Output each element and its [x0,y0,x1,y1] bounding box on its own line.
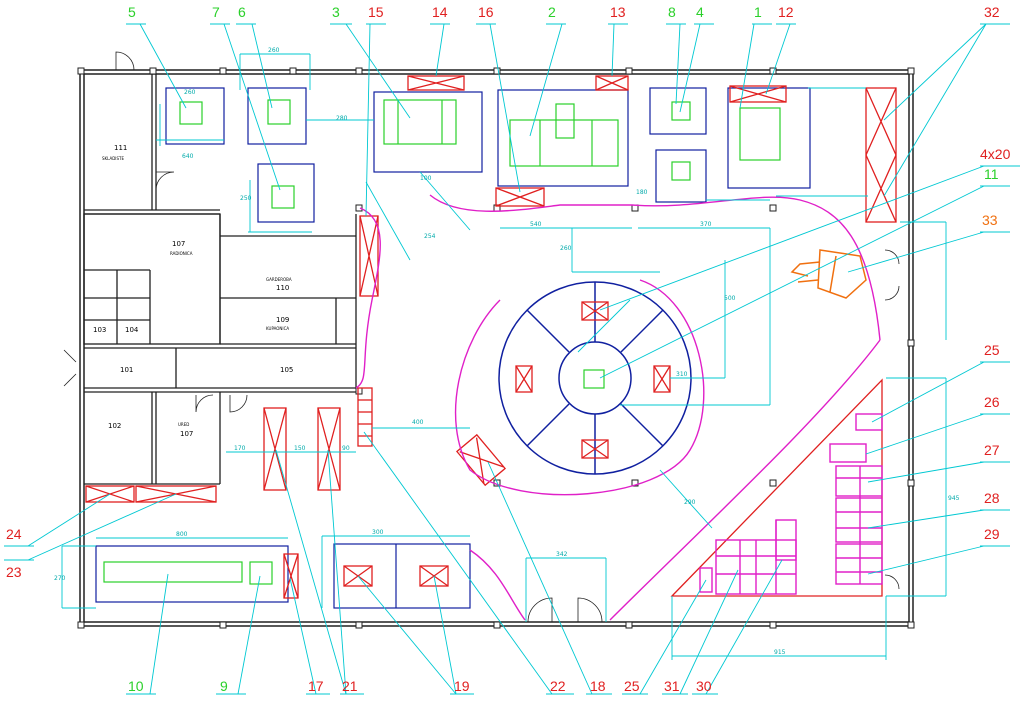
callout-31: 31 [664,678,680,694]
door-swings [63,51,900,623]
dim-label: 280 [336,115,348,122]
room-labels: 111 SKLADISTE 107 RADIONICA 110 GARDEROB… [93,144,293,438]
callout-33: 33 [982,212,998,228]
dim-label: 310 [676,371,688,378]
callout-30: 30 [696,678,712,694]
callout-2: 2 [548,4,556,20]
callout-21: 21 [342,678,358,694]
callout-23: 23 [6,564,22,580]
room-number: 109 [276,316,289,324]
robot-unit [790,249,867,299]
dim-label: 250 [240,195,252,202]
room-number: 102 [108,422,121,430]
callout-19: 19 [454,678,470,694]
callout-26: 26 [984,394,1000,410]
room-number: 104 [125,326,139,334]
machine-bodies [103,99,781,585]
callout-18: 18 [590,678,606,694]
callout-9: 9 [220,678,228,694]
room-number: 105 [280,366,293,374]
dim-label: 945 [948,495,960,502]
leader-lines [4,23,1020,695]
storage-racks [85,75,897,599]
room-number: 103 [93,326,106,334]
callout-13: 13 [610,4,626,20]
callout-4: 4 [696,4,704,20]
callout-14: 14 [432,4,448,20]
dim-label: 270 [54,575,66,582]
callout-5: 5 [128,4,136,20]
callout-12: 12 [778,4,794,20]
callout-17: 17 [308,678,324,694]
callout-25: 25 [984,342,1000,358]
callout-1: 1 [754,4,762,20]
callout-25: 25 [624,678,640,694]
dim-label: 342 [556,551,568,558]
dim-label: 915 [774,649,786,656]
callout-15: 15 [368,4,384,20]
safety-boundaries [355,194,883,621]
dim-label: 290 [684,499,696,506]
callout-3: 3 [332,4,340,20]
room-number: 111 [114,144,127,152]
callout-4x20: 4x20 [980,146,1011,162]
dim-label: 254 [424,233,436,240]
callout-11: 11 [984,166,999,182]
callout-7: 7 [212,4,220,20]
callout-32: 32 [984,4,1000,20]
room-number: 110 [276,284,289,292]
dimension-lines [61,53,947,660]
callout-8: 8 [668,4,676,20]
machine-footprints [95,87,811,609]
dim-label: 800 [176,531,188,538]
callout-6: 6 [238,4,246,20]
callout-29: 29 [984,526,1000,542]
dimension-labels: 640 260 260 250 100 370 310 500 290 254 … [54,47,960,656]
workstation-racks [515,301,671,459]
room-number: 107 [180,430,193,438]
room-name: KUPAONICA [266,326,289,331]
left-wing-walls [83,74,357,485]
dim-label: 300 [372,529,384,536]
dim-label: 100 [420,175,432,182]
room-name: URED [178,422,189,427]
room-number: 107 [172,240,185,248]
room-name: RADIONICA [170,251,193,256]
callout-27: 27 [984,442,1000,458]
dim-label: 640 [182,153,194,160]
room-name: GARDEROBA [266,277,292,282]
dim-label: 170 [234,445,246,452]
callout-28: 28 [984,490,1000,506]
callout-16: 16 [478,4,494,20]
dim-label: 540 [530,221,542,228]
room-number: 101 [120,366,133,374]
dim-label: 400 [412,419,424,426]
dim-label: 260 [184,89,196,96]
dim-label: 260 [560,245,572,252]
callout-22: 22 [550,678,566,694]
room-name: SKLADISTE [102,156,124,161]
dim-label: 260 [268,47,280,54]
dim-label: 370 [700,221,712,228]
dim-label: 150 [294,445,306,452]
dim-label: 180 [636,189,648,196]
dim-label: 500 [724,295,736,302]
callout-24: 24 [6,526,22,542]
callout-10: 10 [128,678,144,694]
dim-label: 90 [342,445,350,452]
